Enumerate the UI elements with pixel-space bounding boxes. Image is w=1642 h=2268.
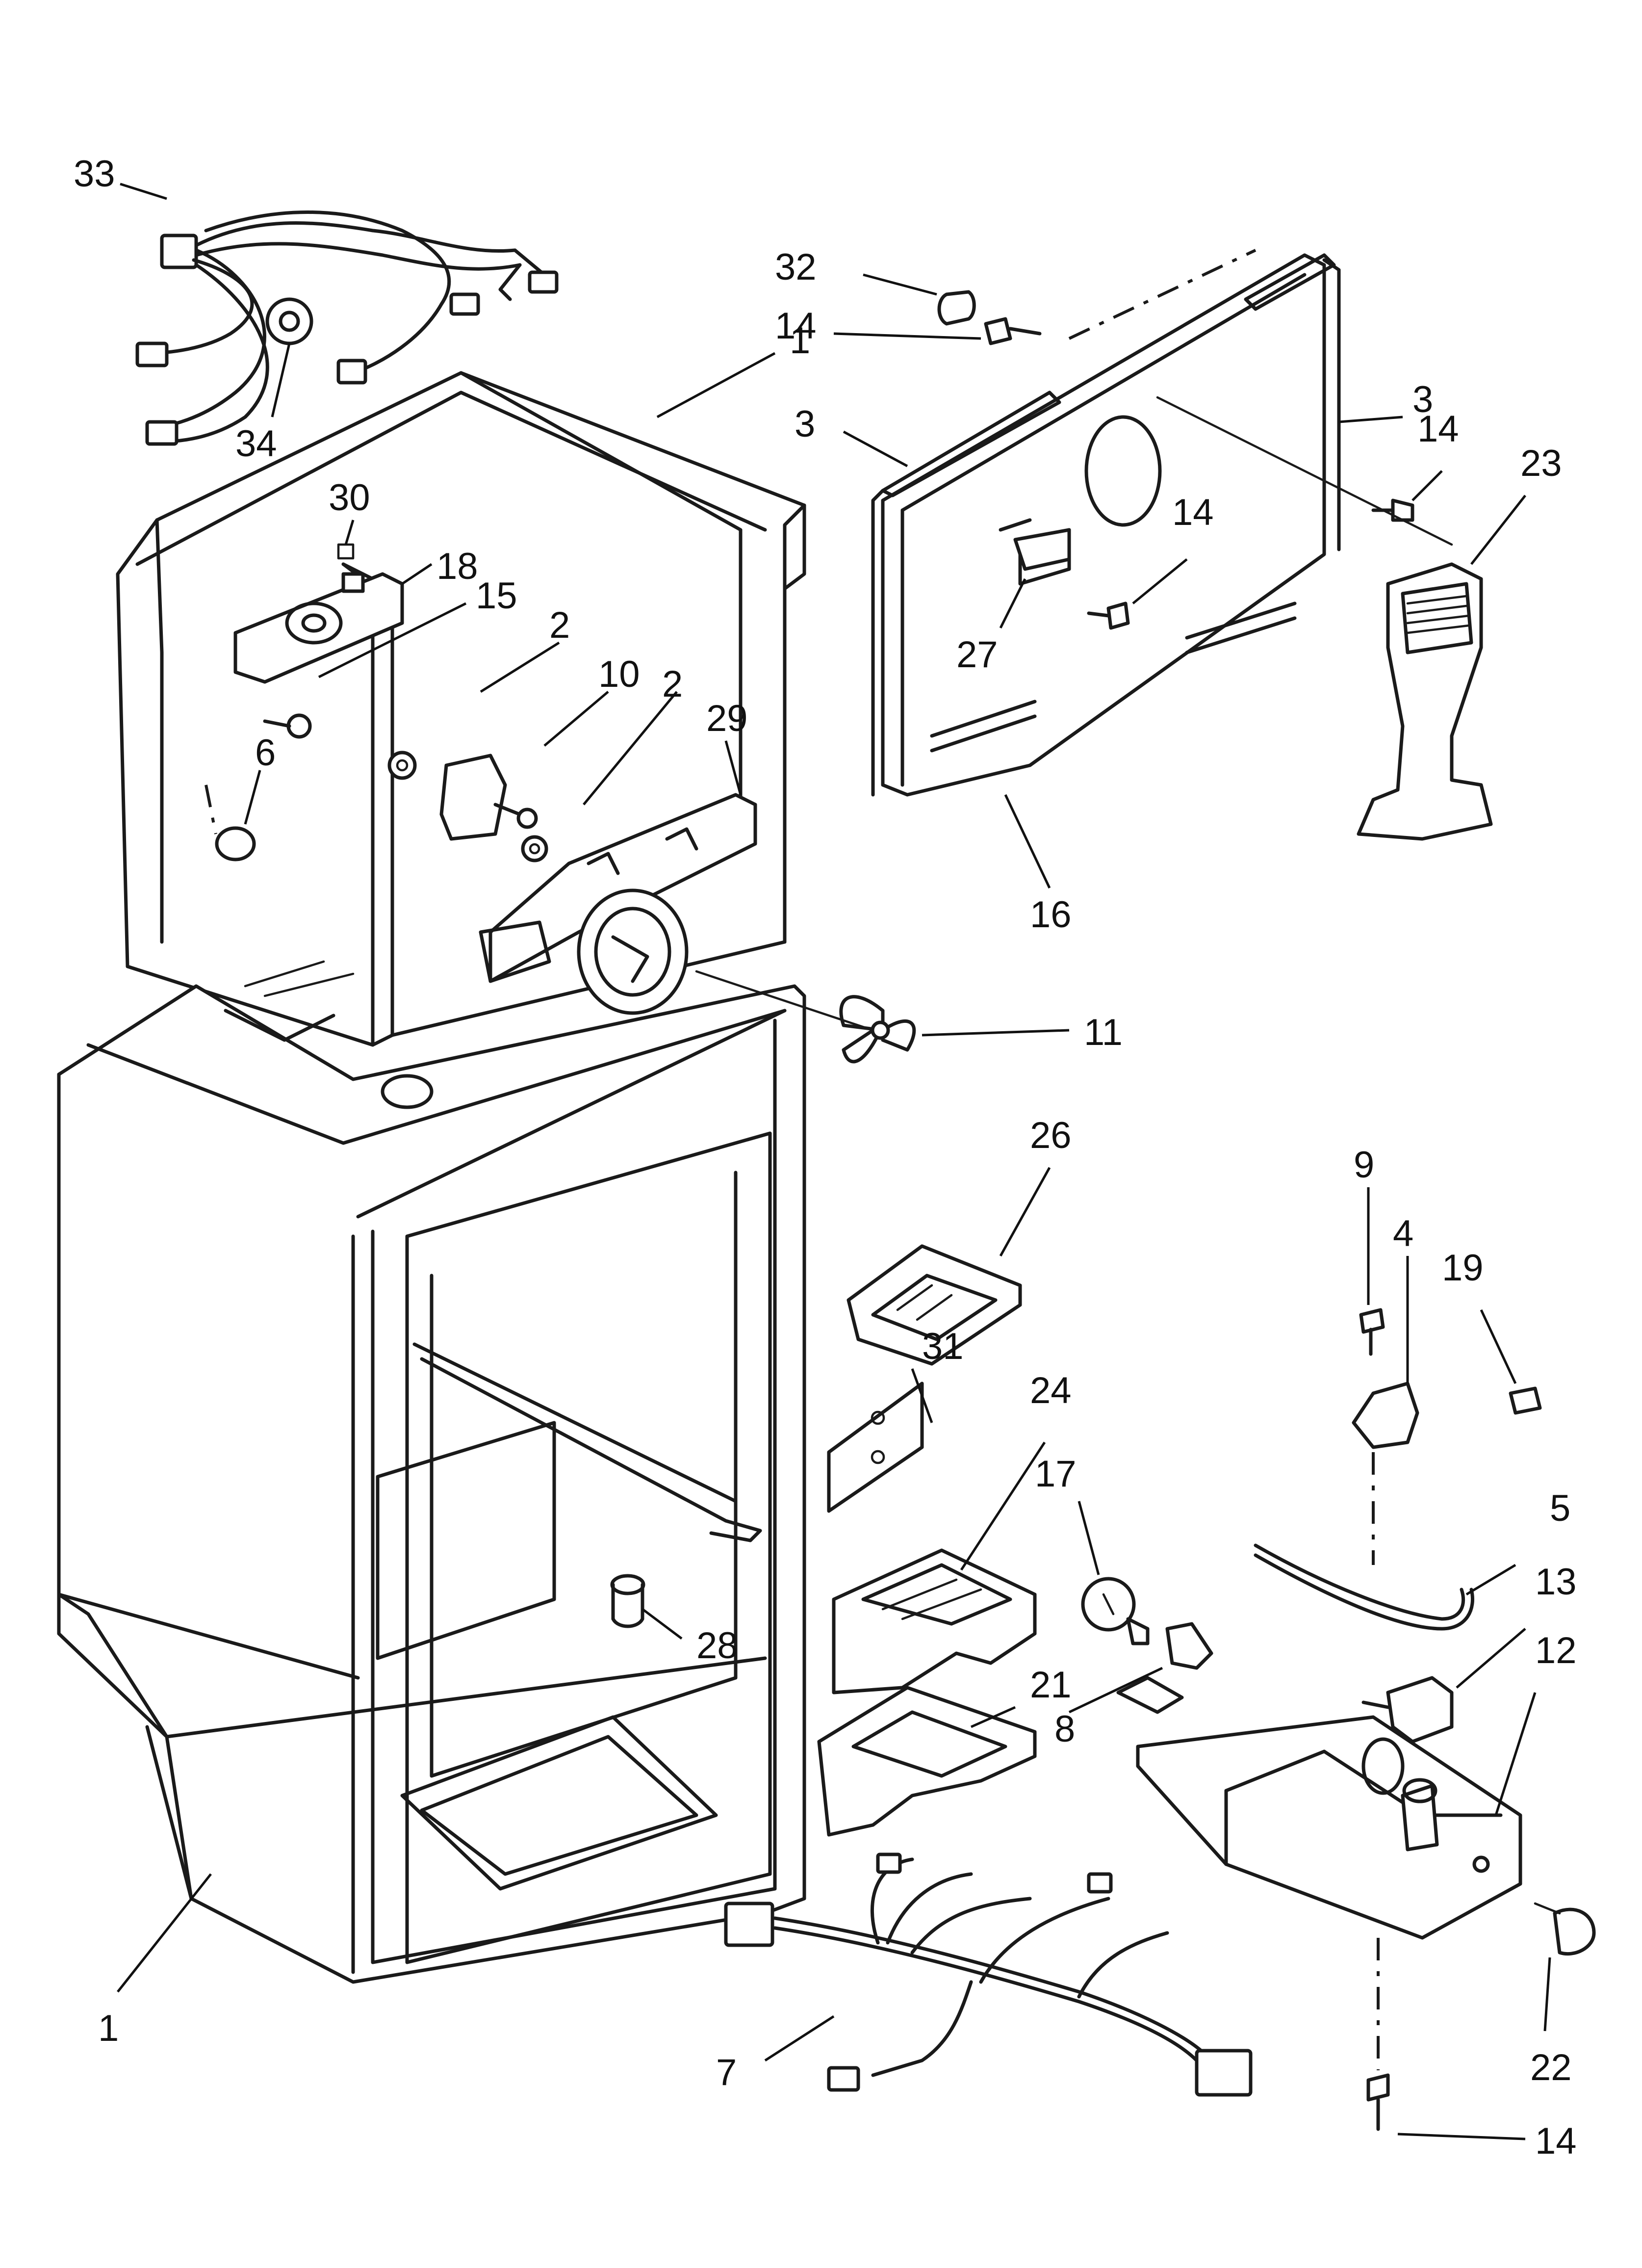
callout-27: 27 bbox=[956, 634, 998, 676]
part-24-control-housing bbox=[832, 1548, 1037, 1694]
callout-labels: 33 34 1 30 18 15 2 10 2 29 6 32 14 3 3 1… bbox=[74, 153, 1577, 2162]
callout-10: 10 bbox=[598, 653, 640, 695]
callout-29: 29 bbox=[706, 698, 748, 739]
callout-33: 33 bbox=[74, 153, 115, 195]
callout-14-right: 14 bbox=[1417, 408, 1459, 450]
callout-16: 16 bbox=[1030, 894, 1072, 936]
part-9-screw bbox=[1359, 1308, 1385, 1356]
part-7-wire-harness bbox=[724, 1852, 1253, 2097]
part-8-light-socket bbox=[1116, 1622, 1213, 1714]
part-22-knob bbox=[1534, 1902, 1596, 1956]
callout-23: 23 bbox=[1520, 443, 1562, 484]
callout-19: 19 bbox=[1442, 1247, 1484, 1289]
callout-17: 17 bbox=[1035, 1453, 1077, 1495]
callout-21: 21 bbox=[1030, 1664, 1072, 1706]
part-10-thermostat bbox=[439, 754, 538, 841]
part-23-damper-control bbox=[1357, 562, 1493, 841]
callout-5: 5 bbox=[1550, 1487, 1570, 1529]
callout-2-upper: 2 bbox=[549, 604, 570, 646]
part-12-control-box bbox=[1136, 1715, 1522, 1940]
part-3-seal-left bbox=[871, 391, 1061, 797]
callout-1-top: 1 bbox=[790, 320, 810, 362]
callout-11: 11 bbox=[1084, 1012, 1123, 1053]
part-27-bracket bbox=[1013, 528, 1071, 571]
callout-7: 7 bbox=[716, 2052, 737, 2093]
part-2-knob-upper bbox=[387, 751, 417, 780]
callout-31: 31 bbox=[922, 1326, 964, 1367]
part-14-screw-top bbox=[984, 249, 1257, 345]
liner-detail-lines bbox=[224, 960, 355, 1042]
part-13-switch bbox=[1361, 1676, 1454, 1744]
callout-22: 22 bbox=[1530, 2047, 1572, 2088]
callout-8: 8 bbox=[1054, 1708, 1075, 1750]
callout-12: 12 bbox=[1535, 1630, 1577, 1671]
part-5-drain-tube bbox=[1254, 1543, 1474, 1631]
callout-leaders bbox=[117, 182, 1551, 2140]
part-6-plug bbox=[205, 784, 256, 861]
part-32-spacer bbox=[937, 290, 976, 326]
callout-26: 26 bbox=[1030, 1115, 1072, 1156]
part-18-control-bracket bbox=[233, 572, 404, 684]
callout-18: 18 bbox=[436, 546, 478, 587]
part-19-clip bbox=[1509, 1386, 1542, 1415]
part-14-screw-mid bbox=[1087, 601, 1130, 630]
part-2-knob-lower bbox=[521, 835, 548, 862]
part-1-cabinet-liner bbox=[57, 984, 806, 1984]
callout-2-lower: 2 bbox=[662, 663, 683, 705]
part-14-screw-right bbox=[1156, 396, 1453, 546]
callout-34: 34 bbox=[235, 423, 277, 465]
part-14-screw-bottom bbox=[1366, 1938, 1390, 2131]
part-26-light-shield bbox=[847, 1244, 1022, 1366]
part-16-divider-panel bbox=[881, 253, 1326, 797]
callout-14-mid: 14 bbox=[1172, 492, 1214, 533]
callout-32: 32 bbox=[775, 246, 817, 288]
part-17-light-bulb bbox=[1081, 1577, 1150, 1645]
callout-13: 13 bbox=[1535, 1561, 1577, 1603]
callout-4: 4 bbox=[1393, 1213, 1413, 1254]
part-15-screw bbox=[263, 713, 312, 739]
callout-14-top: 14 bbox=[775, 305, 817, 347]
callout-9: 9 bbox=[1354, 1144, 1374, 1186]
callout-6: 6 bbox=[255, 732, 276, 774]
callout-28: 28 bbox=[696, 1625, 738, 1667]
part-29-fan-shroud bbox=[479, 793, 757, 1015]
part-11-fan-blade bbox=[695, 970, 916, 1064]
part-28-plug bbox=[610, 1574, 645, 1628]
callout-3-left: 3 bbox=[795, 403, 815, 445]
callout-30: 30 bbox=[329, 477, 370, 519]
callout-1-bottom: 1 bbox=[98, 2007, 119, 2049]
part-21-light-housing bbox=[817, 1686, 1037, 1837]
callout-14-bottom: 14 bbox=[1535, 2120, 1577, 2162]
part-31-mounting-plate bbox=[827, 1382, 924, 1513]
part-1-freezer-liner bbox=[116, 371, 806, 1047]
part-4-switch bbox=[1352, 1382, 1419, 1565]
callout-3-right: 3 bbox=[1412, 379, 1433, 420]
part-33-wire-harness bbox=[135, 210, 559, 446]
part-3-seal-right bbox=[1244, 253, 1341, 551]
callout-24: 24 bbox=[1030, 1370, 1072, 1411]
callout-15: 15 bbox=[476, 575, 517, 617]
